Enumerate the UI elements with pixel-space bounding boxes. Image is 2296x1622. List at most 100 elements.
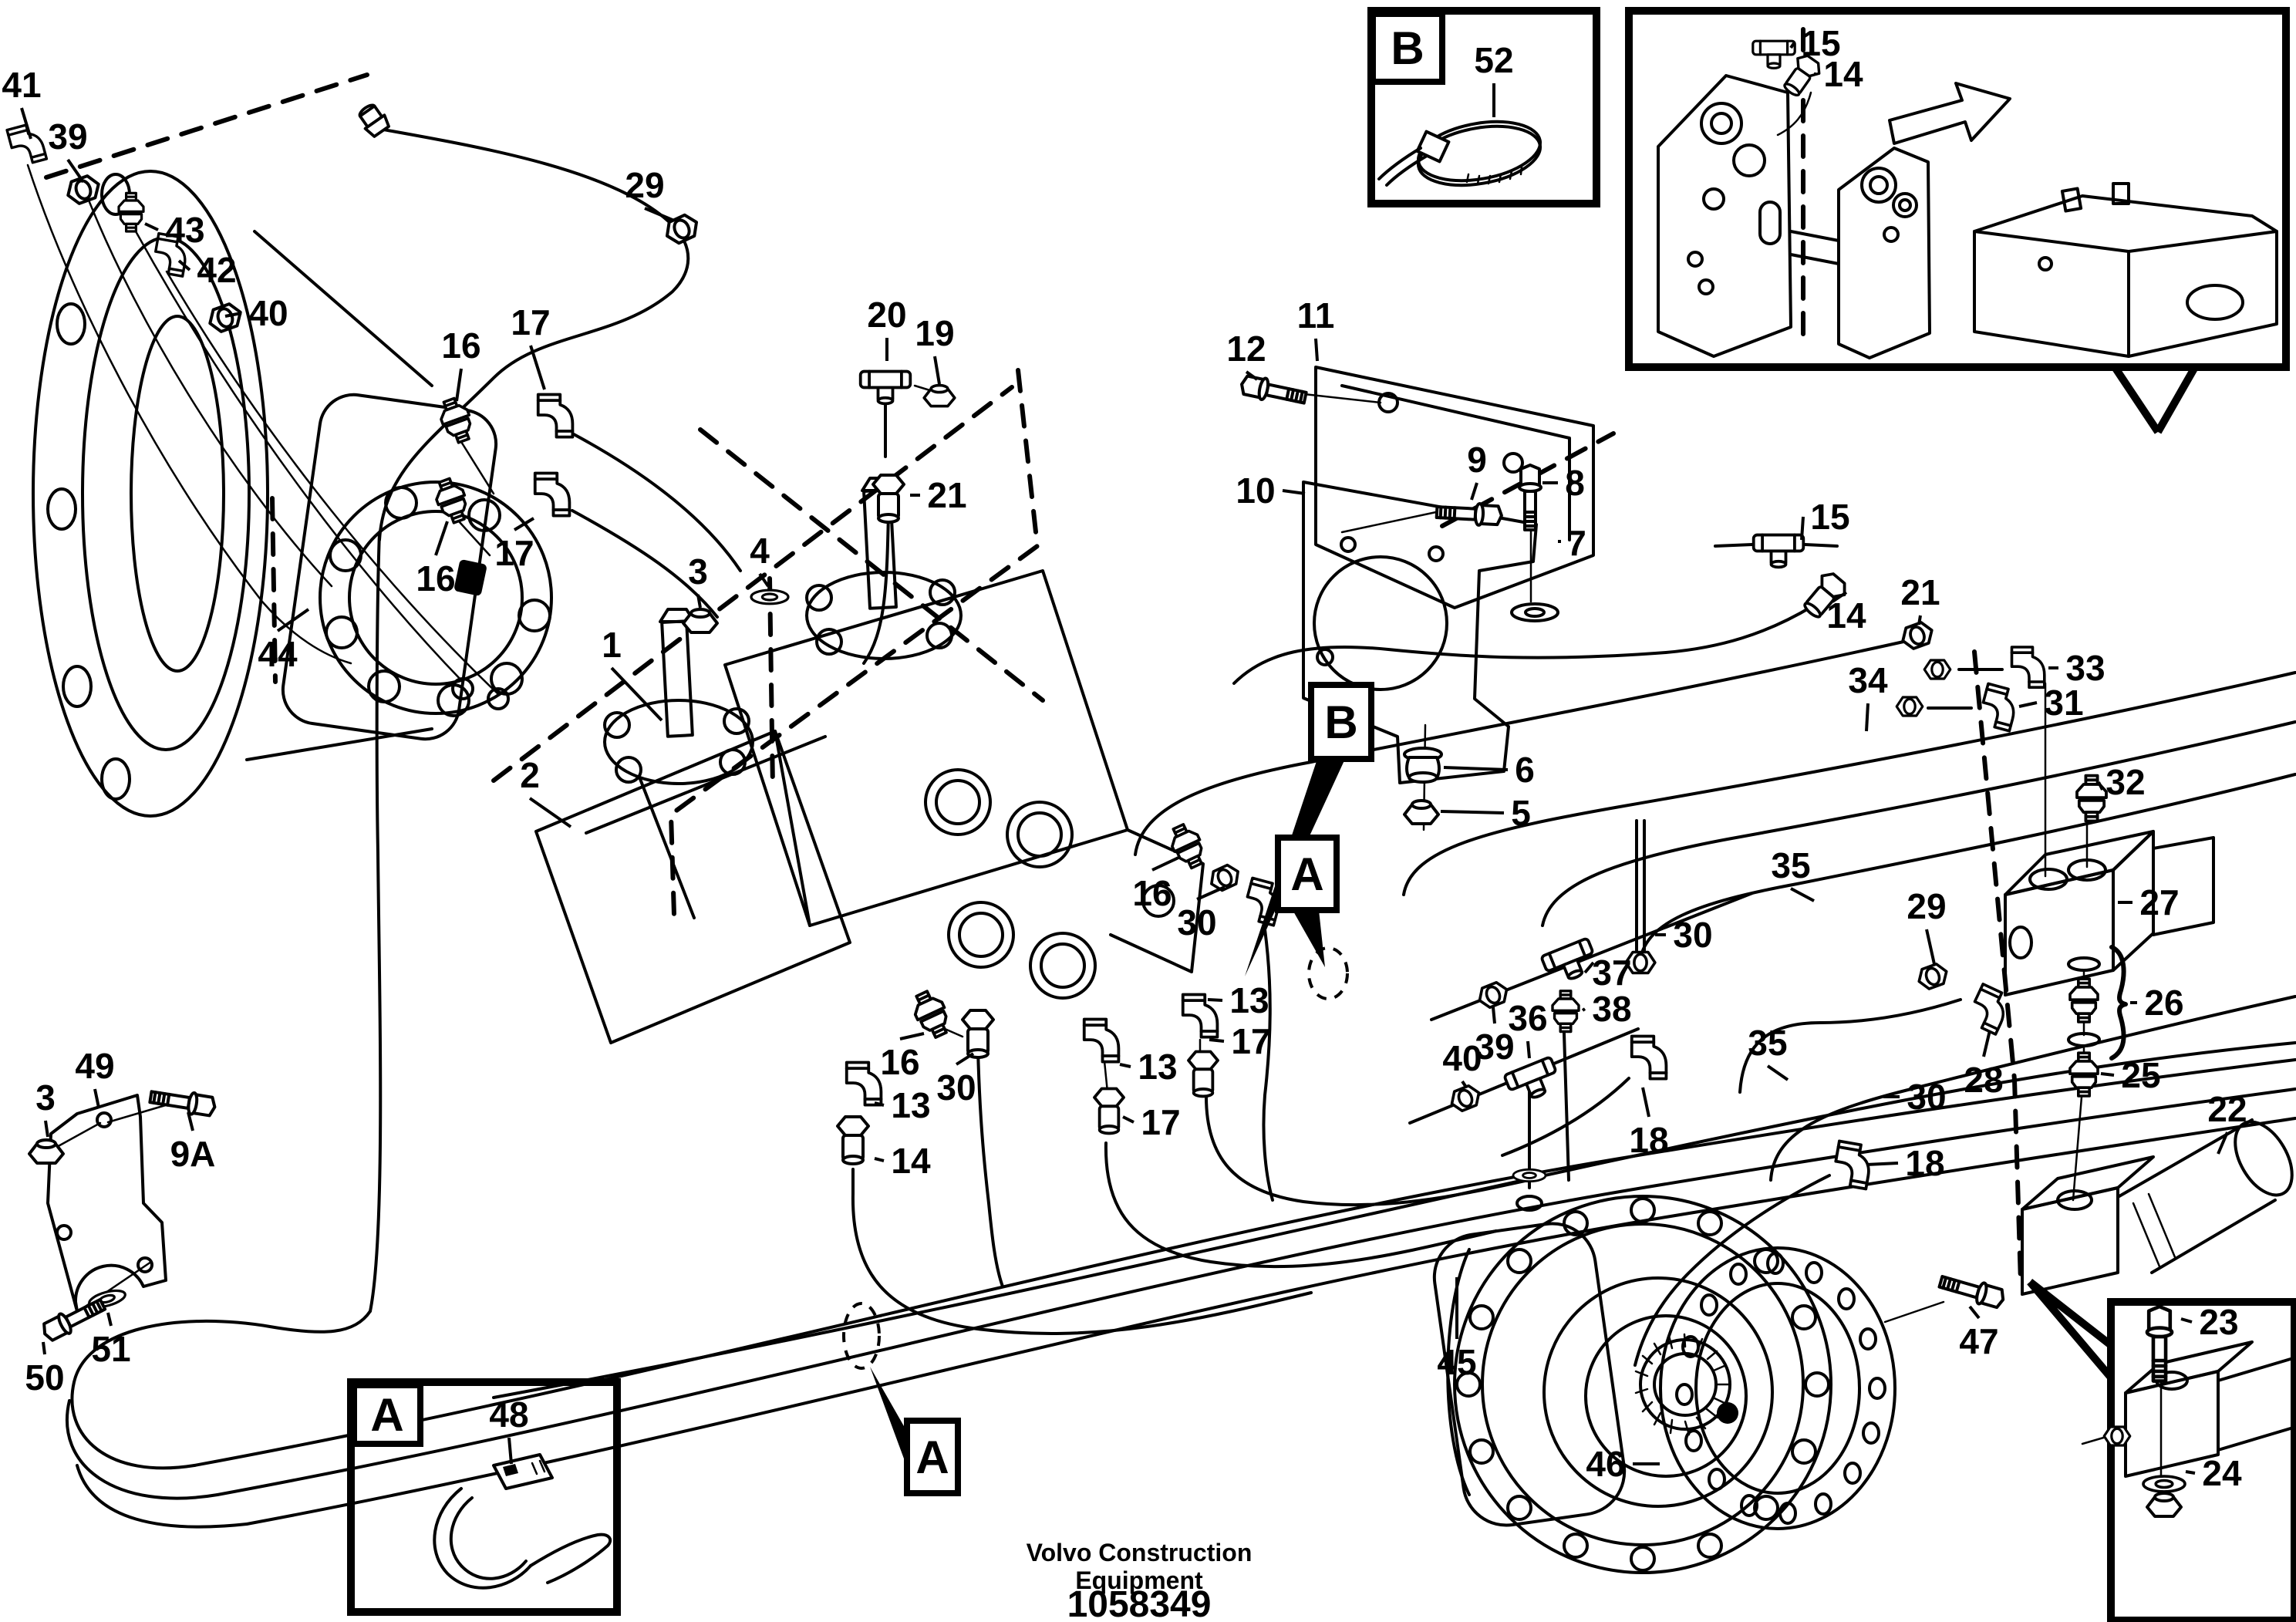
callout-number-41: 41 [2,65,41,105]
drain-pipe-39 [88,201,333,588]
pipe-30b-run [1769,995,2296,1182]
callout-number-17: 17 [1231,1021,1270,1061]
callout-number-43: 43 [165,210,204,250]
hose-17a [571,432,742,572]
callout-number-1: 1 [602,625,622,665]
bushing-6 [1403,747,1443,784]
ref-box-letter: B [1324,696,1357,748]
callout-leader-9A [187,1111,194,1131]
fitting-14a [836,1115,870,1165]
fitting-17d [1187,1050,1219,1098]
nipple-16a [434,393,478,447]
hose-29-cap [354,99,393,140]
gasket-46 [1659,1246,1896,1530]
callout-leader-16 [434,521,449,556]
nut-39 [62,171,104,208]
ref-box-pointer [870,1367,907,1467]
filter-head-block [2021,1186,2119,1296]
wheel-motor-assembly [1432,1195,1896,1574]
frame-body-right [1973,194,2278,358]
left-drive-unit [32,170,553,818]
callout-number-18: 18 [1905,1143,1944,1183]
cable-tie-head [1415,130,1451,164]
hose-21a [862,511,890,665]
washer-7 [1510,602,1559,622]
callout-number-17: 17 [511,302,550,342]
callout-leader-13 [874,1101,885,1107]
elbow-33 [2010,646,2046,690]
nut-29 [1913,960,1952,993]
callout-number-50: 50 [25,1357,64,1398]
callout-number-37: 37 [1592,953,1631,993]
callout-leader-1 [610,666,663,722]
callout-number-29: 29 [1907,886,1946,926]
callout-leader-15 [1800,516,1805,541]
callout-leader-17 [1209,1038,1225,1043]
callout-leader-34 [1865,703,1870,732]
callout-leader-39 [1492,1007,1496,1024]
nut-3b [28,1138,65,1165]
callout-leader-25 [2100,1072,2115,1077]
callout-leader-12 [1245,370,1259,381]
nut-24 [2146,1492,2183,1518]
hose-loop-2 [1104,1141,1498,1269]
hose-30-down [976,1047,1004,1288]
inset-corner-letter: A [370,1389,403,1441]
callout-leader-47 [1968,1305,1981,1320]
callout-number-11: 11 [1297,295,1335,336]
ref-box-a [1275,835,1340,913]
dashed-reference-circle [842,1302,881,1370]
callout-number-32: 32 [2106,762,2145,802]
callout-leader-41 [20,107,32,140]
gasket-holes [1675,1252,1886,1525]
inset-corner-letter: B [1391,22,1424,74]
callout-number-6: 6 [1515,750,1535,790]
filter-22-body [2116,1118,2277,1274]
ref-box-letter: A [1290,848,1323,900]
motor-connector-port [454,559,487,596]
callout-leader-24 [2185,1470,2196,1475]
elbow-17a [536,393,575,439]
hose-loop-3 [1205,1095,1544,1207]
callout-leader-10 [1282,489,1306,495]
callout-number-18: 18 [1629,1120,1668,1160]
callout-leader-14 [1831,591,1848,603]
pump-mount-plate [1109,828,1205,973]
nipple-16d [907,986,956,1043]
frame-plate-mid [1837,147,1931,359]
callout-number-48: 48 [489,1394,528,1435]
nipple-16c [1164,819,1211,873]
callout-number-36: 36 [1508,998,1547,1038]
nut-40b [1446,1081,1485,1115]
elbow-18a [1630,1034,1668,1081]
pipe-loop-left [70,1310,372,1470]
assembly-axis-lines [54,384,2163,1479]
callout-leader-16 [455,368,463,402]
callout-leader-43 [144,222,159,231]
footer: Volvo Construction Equipment 1058349 [1027,1539,1253,1622]
callout-leader-42 [177,259,191,271]
pump-section-2 [534,730,851,1044]
callout-leader-23 [2180,1317,2193,1324]
callout-leader-17 [1122,1115,1135,1124]
inset-cable-tie [1367,7,1600,207]
callout-number-31: 31 [2044,683,2083,723]
callout-number-44: 44 [258,634,298,674]
riser-38 [1563,1032,1570,1182]
drain-pipe-43 [134,230,464,683]
callout-leader-13 [1119,1063,1131,1068]
callout-leader-9 [1470,482,1478,501]
callout-number-22: 22 [2207,1089,2247,1129]
pipe-34-run [1402,671,2296,896]
callout-leader-4 [758,572,770,588]
callout-leader-6 [1443,766,1509,771]
drain-pipe-41 [26,164,352,665]
callout-number-9: 9 [1467,440,1487,480]
callout-number-13: 13 [1229,980,1269,1020]
hose-28 [1738,998,1962,1094]
callout-leader-17 [513,517,535,531]
inset-frame-detail [1625,7,2290,434]
callout-leader-14 [874,1157,885,1162]
